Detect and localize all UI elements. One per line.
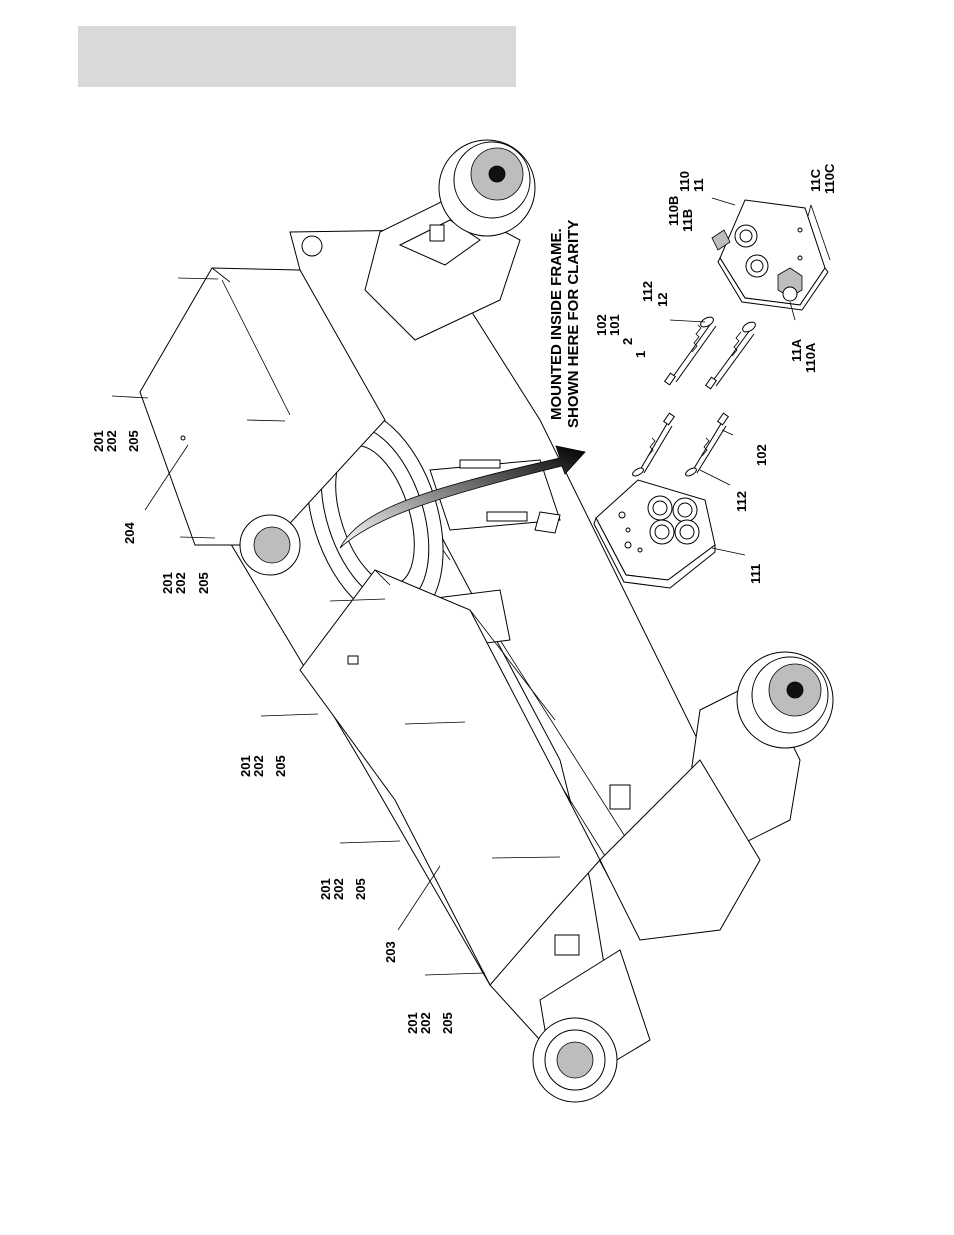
label-110C: 110C [822, 163, 837, 194]
wheel-motor-top-left [240, 515, 300, 575]
label-111: 111 [748, 564, 763, 584]
label-11C: 11C [808, 168, 823, 192]
note-line-2: SHOWN HERE FOR CLARITY [565, 220, 582, 428]
label-112: 112 [640, 281, 655, 302]
label-205: 205 [353, 878, 368, 900]
label-1: 1 [633, 351, 648, 358]
valve-block-upper [712, 200, 828, 310]
label-11A: 11A [789, 338, 804, 362]
label-205: 205 [196, 572, 211, 594]
label-11: 11 [691, 178, 706, 192]
label-202: 202 [173, 572, 188, 594]
label-11B: 11B [680, 209, 695, 232]
label-202: 202 [251, 755, 266, 777]
label-valve-upper: 102 101 2 1 [594, 314, 648, 358]
note-line-1: MOUNTED INSIDE FRAME. [548, 228, 565, 420]
wheel-motor-bottom-left [533, 1018, 617, 1102]
label-102: 102 [754, 444, 769, 466]
label-202: 202 [331, 878, 346, 900]
label-110: 110 [677, 171, 692, 192]
wheel-motor-bottom-right [737, 652, 833, 748]
label-101: 101 [607, 314, 622, 336]
label-110B: 110B [666, 196, 681, 226]
valve-bolts-upper [665, 315, 757, 389]
label-205: 205 [126, 430, 141, 452]
label-203: 203 [383, 941, 398, 963]
label-g5: 201 202 205 [405, 1012, 455, 1034]
label-fitting-side: 11C 110C [808, 163, 837, 194]
mounting-note: MOUNTED INSIDE FRAME. SHOWN HERE FOR CLA… [548, 220, 582, 428]
valve-bolts-lower [631, 413, 728, 477]
label-202: 202 [104, 430, 119, 452]
wheel-motor-top-right [439, 140, 535, 236]
label-spacer-upper: 112 12 [640, 281, 670, 307]
label-205: 205 [440, 1012, 455, 1034]
label-110A: 110A [803, 342, 818, 373]
label-202: 202 [418, 1012, 433, 1034]
label-112: 112 [734, 491, 749, 512]
label-block-upper: 110B 11B 110 11 [666, 171, 706, 232]
label-g1: 201 202 205 [91, 430, 141, 452]
label-g2: 201 202 205 [160, 572, 211, 594]
label-fitting-bottom: 11A 110A [789, 338, 818, 373]
label-g3: 201 202 205 [238, 755, 288, 777]
label-2: 2 [620, 338, 635, 345]
label-12: 12 [655, 293, 670, 307]
label-g4: 201 202 205 [318, 878, 368, 900]
label-204: 204 [122, 522, 137, 544]
label-205: 205 [273, 755, 288, 777]
